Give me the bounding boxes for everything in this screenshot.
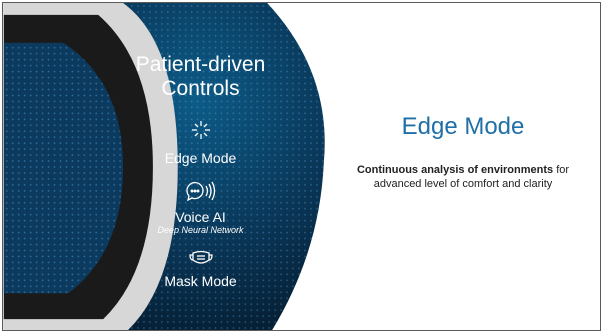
panel-title: Patient-driven Controls bbox=[113, 53, 288, 101]
mask-icon bbox=[113, 249, 288, 267]
right-description: Continuous analysis of environments for … bbox=[353, 163, 573, 191]
right-title: Edge Mode bbox=[401, 113, 525, 140]
title-line-2: Controls bbox=[161, 77, 240, 100]
sparkle-icon bbox=[113, 119, 288, 141]
left-panel: Patient-driven Controls Edge Mode bbox=[113, 3, 288, 330]
desc-bold: Continuous analysis of environments bbox=[356, 164, 554, 176]
desc-rest: for advanced level of comfort and clarit… bbox=[373, 164, 570, 190]
right-panel: Edge Mode Continuous analysis of environ… bbox=[333, 3, 593, 330]
item-label-mask-mode: Mask Mode bbox=[164, 273, 237, 289]
background-artwork bbox=[3, 3, 325, 330]
item-label-edge-mode: Edge Mode bbox=[164, 150, 237, 166]
voice-ai-icon bbox=[113, 180, 288, 202]
slide: Patient-driven Controls Edge Mode bbox=[2, 2, 601, 331]
item-label-voice-ai: Voice AI bbox=[175, 209, 226, 225]
item-sublabel-voice-ai: Deep Neural Network bbox=[157, 225, 244, 235]
title-line-1: Patient-driven bbox=[135, 53, 266, 76]
